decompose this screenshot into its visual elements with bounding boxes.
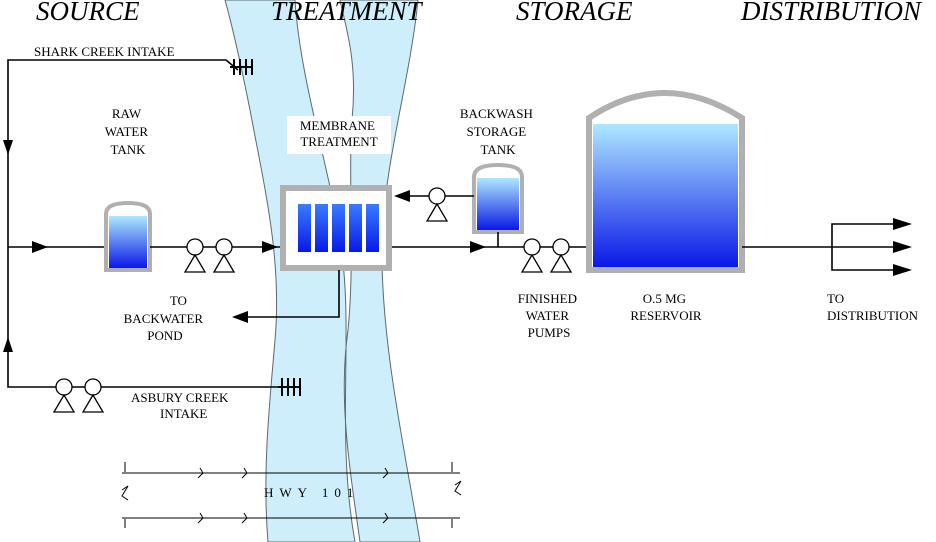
flow-arrow-left-icon bbox=[232, 311, 248, 323]
flow-arrow-up-icon bbox=[3, 337, 13, 352]
header-treatment: TREATMENT bbox=[271, 0, 424, 26]
raw-water-tank-label: RAW WATER TANK bbox=[105, 106, 152, 157]
backwash-storage-tank bbox=[472, 162, 524, 234]
flow-arrow-right-icon bbox=[32, 241, 48, 253]
reservoir bbox=[586, 90, 745, 273]
asbury-creek-intake bbox=[7, 248, 301, 396]
pump-icon bbox=[425, 187, 449, 222]
flow-arrow-right-icon bbox=[262, 241, 278, 253]
highway-101 bbox=[121, 462, 462, 528]
pump-icon bbox=[81, 378, 105, 413]
intake-screen-icon bbox=[230, 59, 253, 75]
to-backwater-pond-label: TO BACKWATER POND bbox=[124, 293, 207, 343]
shark-creek-intake-label: SHARK CREEK INTAKE bbox=[34, 44, 175, 59]
pump-icon bbox=[212, 238, 236, 273]
pump-icon bbox=[183, 238, 207, 273]
pump-icon bbox=[52, 378, 76, 413]
to-distribution-label: TO DISTRIBUTION bbox=[827, 291, 919, 323]
asbury-creek-intake-label: ASBURY CREEK INTAKE bbox=[131, 390, 232, 421]
flow-arrow-right-icon bbox=[470, 241, 486, 253]
finished-water-pumps-label: FINISHED WATER PUMPS bbox=[518, 291, 580, 340]
pump-icon bbox=[549, 238, 573, 273]
flow-arrow-right-icon bbox=[893, 218, 912, 230]
flow-arrow-left-icon bbox=[394, 190, 410, 202]
membrane-treatment-label: MEMBRANE TREATMENT bbox=[300, 118, 378, 149]
membrane-treatment-unit bbox=[280, 185, 392, 271]
pump-icon bbox=[520, 238, 544, 273]
raw-water-tank bbox=[104, 200, 152, 272]
highway-label: HWY 101 bbox=[264, 485, 359, 500]
reservoir-label: O.5 MG RESERVOIR bbox=[630, 291, 702, 323]
header-source: SOURCE bbox=[36, 0, 140, 26]
header-storage: STORAGE bbox=[516, 0, 633, 26]
backwash-storage-tank-label: BACKWASH STORAGE TANK bbox=[460, 106, 536, 157]
header-distribution: DISTRIBUTION bbox=[740, 0, 923, 26]
flow-arrow-down-icon bbox=[3, 140, 13, 155]
flow-arrow-right-icon bbox=[893, 264, 912, 276]
flow-arrow-right-icon bbox=[893, 241, 912, 253]
intake-screen-icon bbox=[278, 378, 301, 396]
